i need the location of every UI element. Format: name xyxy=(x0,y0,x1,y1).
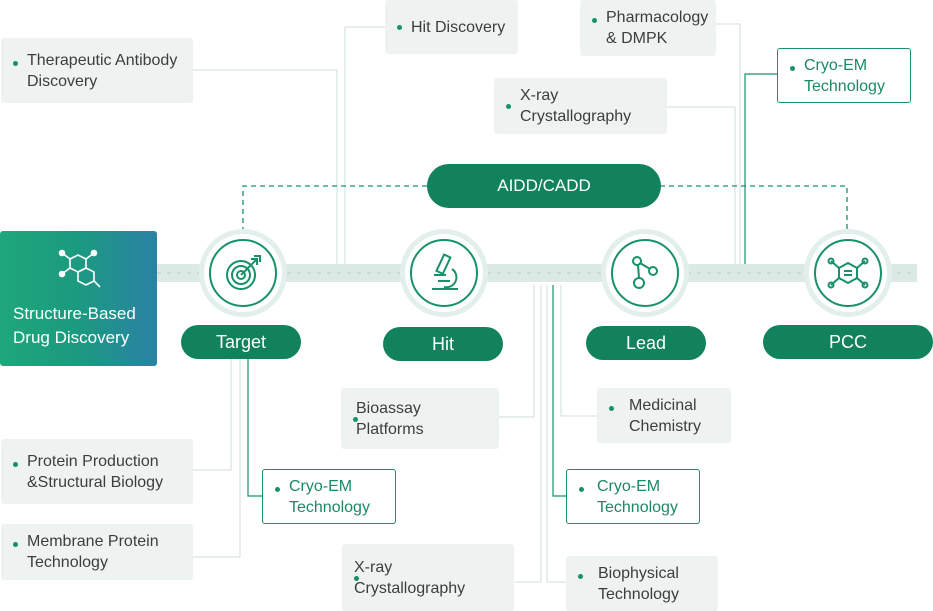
box-bioassay-platforms: Bioassay Platforms xyxy=(341,388,499,449)
molecule-nodes-icon xyxy=(632,256,658,289)
microscope-icon xyxy=(432,253,458,290)
box-pharmacology-dmpk: Pharmacology & DMPK xyxy=(580,0,716,56)
box-xray-crystallography-top: X-ray Crystallography xyxy=(494,78,667,134)
target-icon xyxy=(226,255,261,290)
pcc-node xyxy=(804,229,892,317)
start-label: Structure-Based Drug Discovery xyxy=(13,304,136,347)
structure-based-drug-discovery-block: Structure-Based Drug Discovery xyxy=(0,231,157,366)
box-cryo-em-target: Cryo-EM Technology xyxy=(262,469,396,524)
stage-label-hit: Hit xyxy=(383,327,503,361)
stage-label-target: Target xyxy=(181,325,301,359)
stage-label-pcc: PCC xyxy=(763,325,933,359)
stage-label-lead: Lead xyxy=(586,326,706,360)
lead-node xyxy=(601,229,689,317)
box-biophysical-technology: Biophysical Technology xyxy=(566,556,718,611)
target-node xyxy=(199,229,287,317)
molecule-icon xyxy=(58,249,101,288)
box-cryo-em-lead: Cryo-EM Technology xyxy=(566,469,700,524)
box-therapeutic-antibody: Therapeutic Antibody Discovery xyxy=(1,38,193,103)
box-medicinal-chemistry: Medicinal Chemistry xyxy=(597,388,731,443)
hit-node xyxy=(400,229,488,317)
box-cryo-em-pcc: Cryo-EM Technology xyxy=(777,48,911,103)
aidd-cadd-label: AIDD/CADD xyxy=(427,164,661,208)
box-membrane-protein: Membrane Protein Technology xyxy=(1,524,193,580)
box-xray-crystallography-bottom: X-ray Crystallography xyxy=(342,544,514,611)
box-protein-production: Protein Production &Structural Biology xyxy=(1,439,193,504)
compound-icon xyxy=(827,257,869,289)
box-hit-discovery: Hit Discovery xyxy=(385,0,518,54)
